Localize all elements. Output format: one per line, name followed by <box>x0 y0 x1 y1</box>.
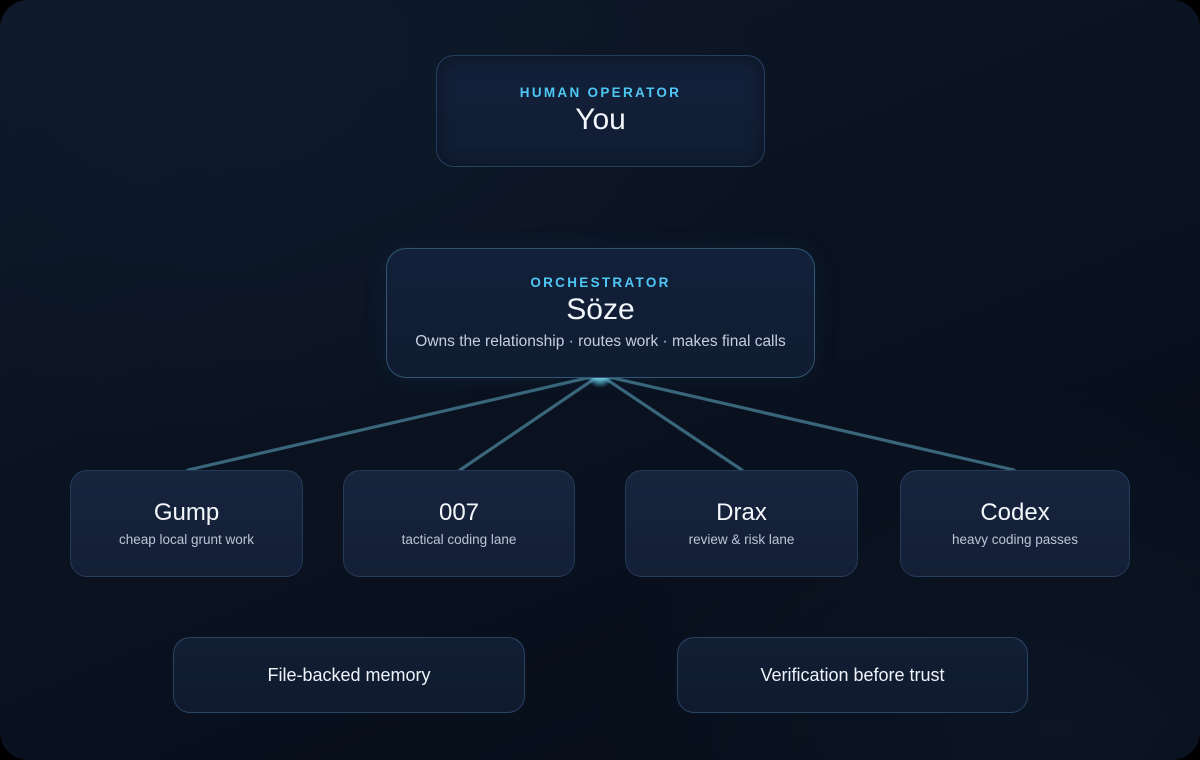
orchestrator-subtitle: Owns the relationship · routes work · ma… <box>415 333 786 351</box>
node-agent-007[interactable]: 007 tactical coding lane <box>343 470 575 577</box>
pill-verification-before-trust[interactable]: Verification before trust <box>677 637 1028 713</box>
agent-name: 007 <box>438 498 480 526</box>
node-agent-drax[interactable]: Drax review & risk lane <box>625 470 858 577</box>
pill-label: File-backed memory <box>267 664 431 685</box>
agent-role: tactical coding lane <box>401 532 517 548</box>
agent-role: heavy coding passes <box>951 532 1079 548</box>
orchestrator-title: Söze <box>566 292 635 326</box>
node-agent-gump[interactable]: Gump cheap local grunt work <box>70 470 303 577</box>
operator-title: You <box>575 103 626 137</box>
agent-name: Drax <box>716 498 767 526</box>
agent-role: review & risk lane <box>688 532 795 548</box>
wire-soze-to-gump <box>186 373 602 472</box>
agent-name: Codex <box>980 498 1050 526</box>
node-agent-codex[interactable]: Codex heavy coding passes <box>900 470 1130 577</box>
wire-soze-to-drax <box>598 373 744 472</box>
node-human-operator[interactable]: HUMAN OPERATOR You <box>436 55 765 167</box>
agent-role: cheap local grunt work <box>118 532 255 548</box>
operator-eyebrow: HUMAN OPERATOR <box>519 85 682 101</box>
pill-file-backed-memory[interactable]: File-backed memory <box>173 637 525 713</box>
wire-soze-to-007 <box>458 373 602 472</box>
wire-soze-to-codex <box>598 373 1016 472</box>
agent-name: Gump <box>153 498 220 526</box>
pill-label: Verification before trust <box>760 664 945 685</box>
orchestrator-eyebrow: ORCHESTRATOR <box>530 274 671 290</box>
node-orchestrator[interactable]: ORCHESTRATOR Söze Owns the relationship … <box>386 248 815 378</box>
